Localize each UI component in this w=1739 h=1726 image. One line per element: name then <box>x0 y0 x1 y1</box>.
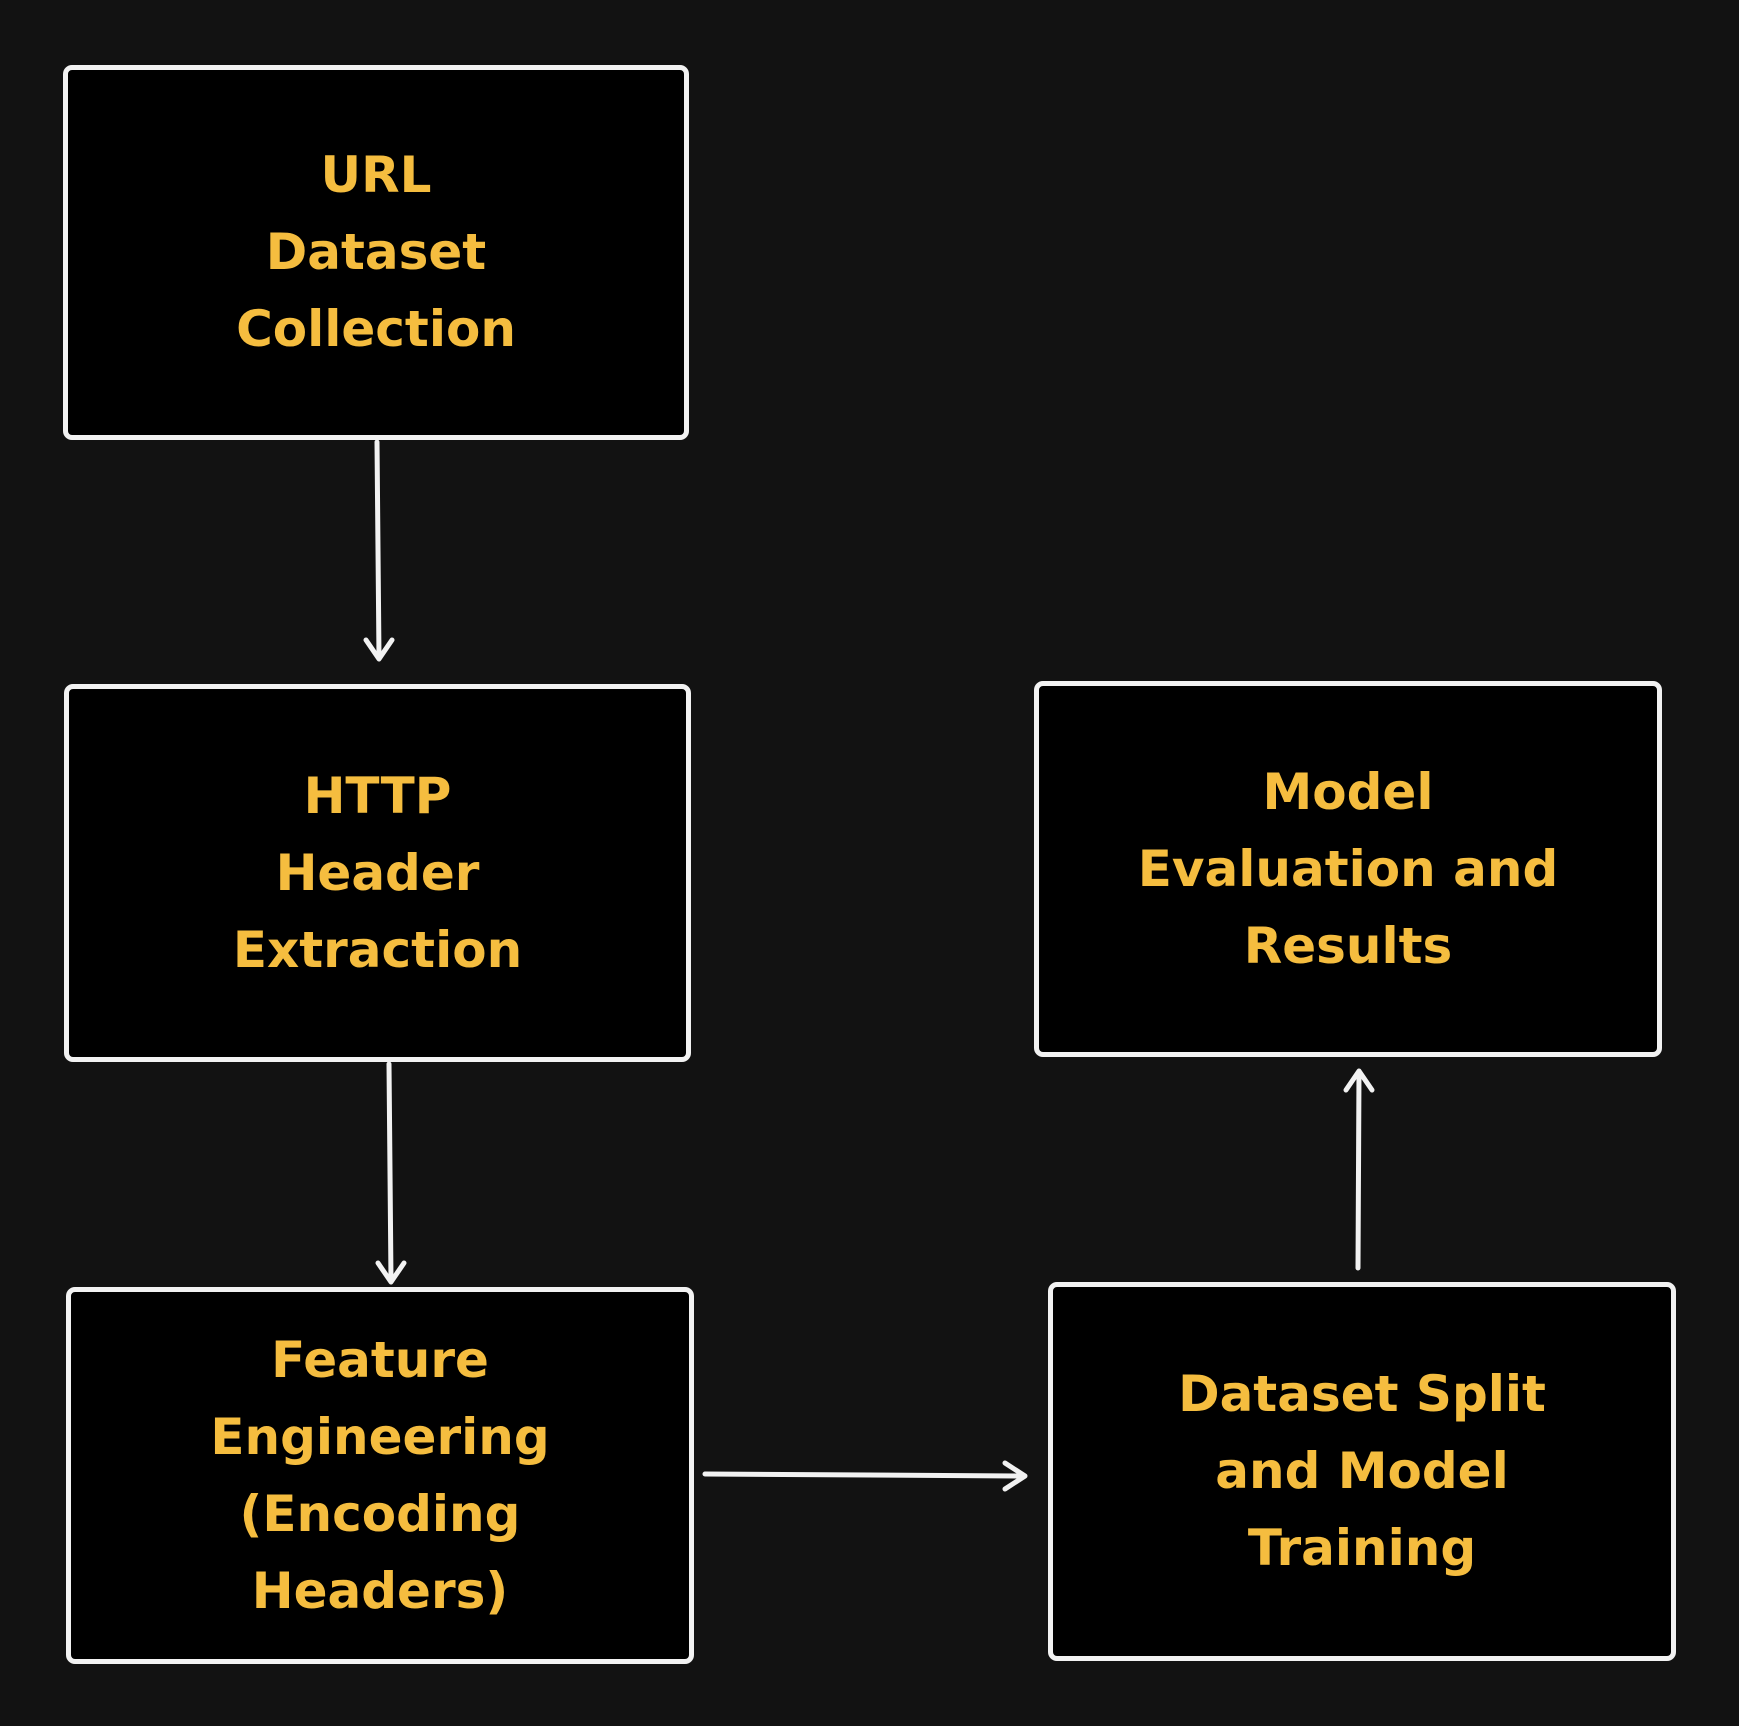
node-label: HTTP Header Extraction <box>232 766 523 979</box>
arrowhead-url-to-http <box>363 637 395 662</box>
node-label: Feature Engineering (Encoding Headers) <box>210 1330 550 1620</box>
node-model-evaluation-results: Model Evaluation and Results <box>1034 681 1662 1057</box>
arrowhead-split-to-evaluation <box>1343 1068 1375 1093</box>
node-feature-engineering: Feature Engineering (Encoding Headers) <box>66 1287 694 1664</box>
node-label: URL Dataset Collection <box>236 146 516 358</box>
node-http-header-extraction: HTTP Header Extraction <box>64 684 691 1062</box>
arrow-http-to-feature <box>386 1061 394 1283</box>
arrowhead-http-to-feature <box>375 1260 407 1285</box>
node-dataset-split-training: Dataset Split and Model Training <box>1048 1282 1676 1661</box>
node-label: Model Evaluation and Results <box>1137 762 1559 975</box>
arrow-feature-to-split <box>702 1471 1027 1479</box>
arrowhead-feature-to-split <box>1002 1460 1028 1492</box>
arrow-url-to-http <box>374 439 382 660</box>
node-url-dataset-collection: URL Dataset Collection <box>63 65 689 440</box>
node-label: Dataset Split and Model Training <box>1178 1365 1546 1577</box>
arrow-split-to-evaluation <box>1355 1069 1362 1271</box>
